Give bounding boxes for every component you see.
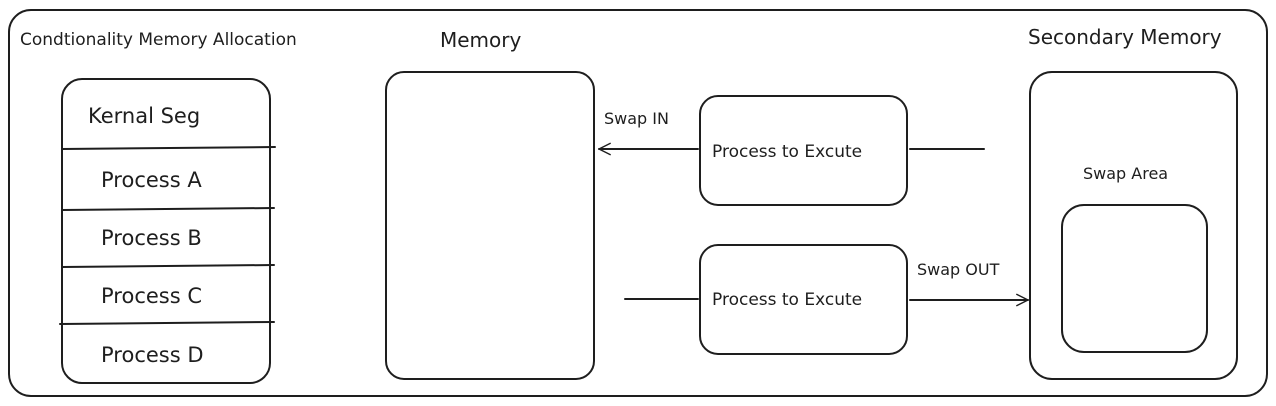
allocation-stack: Kernal Seg Process A Process B Process C…	[59, 78, 276, 384]
segment-process-c: Process C	[101, 284, 202, 308]
segment-divider	[59, 321, 275, 325]
segment-kernel: Kernal Seg	[88, 104, 200, 128]
segment-process-d: Process D	[101, 343, 204, 367]
segment-divider	[61, 264, 275, 268]
process-out-label: Process to Excute	[712, 290, 862, 310]
swap-area-box	[1061, 204, 1208, 353]
swap-area-label: Swap Area	[1083, 164, 1168, 183]
allocation-stack-box	[61, 78, 271, 384]
diagram-title: Condtionality Memory Allocation	[20, 30, 297, 50]
swap-in-label: Swap IN	[604, 109, 669, 128]
outer-frame	[8, 9, 1268, 397]
swap-out-label: Swap OUT	[917, 260, 1000, 279]
segment-divider	[61, 146, 276, 150]
process-in-box	[699, 95, 908, 206]
process-out-box	[699, 244, 908, 355]
memory-box	[385, 71, 595, 380]
segment-divider	[61, 207, 275, 211]
secondary-memory-heading: Secondary Memory	[1028, 25, 1222, 49]
segment-process-a: Process A	[101, 168, 202, 192]
segment-process-b: Process B	[101, 226, 202, 250]
secondary-memory-box	[1029, 71, 1238, 380]
memory-heading: Memory	[440, 28, 522, 52]
process-in-label: Process to Excute	[712, 142, 862, 162]
